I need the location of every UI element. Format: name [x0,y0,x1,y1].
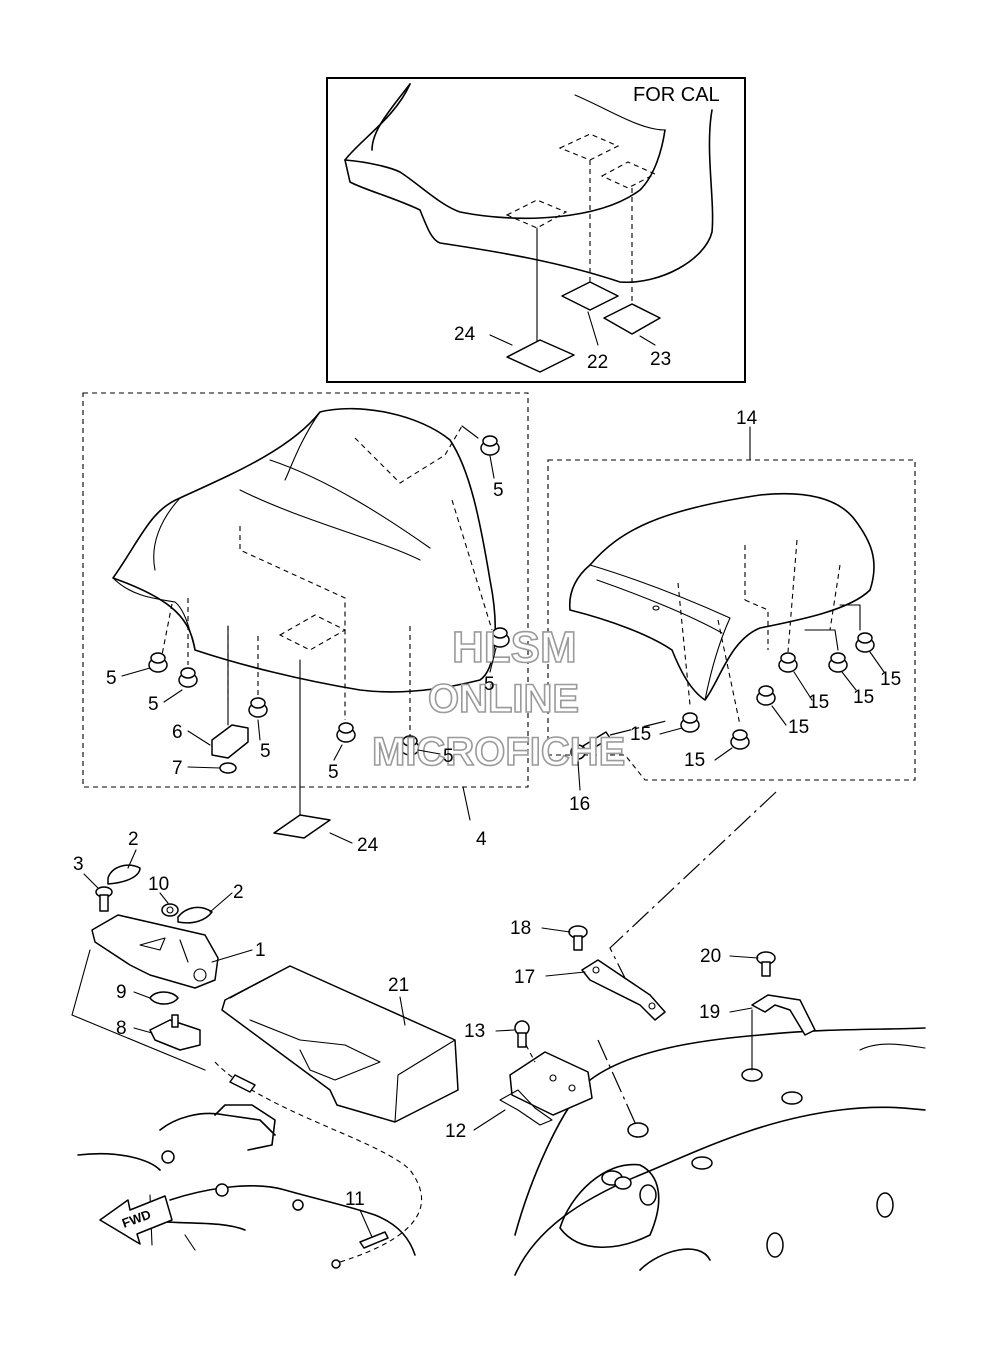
storage-tray-21 [221,965,459,1123]
callout-15-a: 15 [630,724,651,745]
grommet-5-c [248,697,268,718]
nut-7 [219,762,237,774]
grommet-5-top [480,435,500,456]
callout-15-c: 15 [788,717,809,738]
grommet-5-e [490,627,510,648]
callout-8: 8 [116,1018,127,1039]
callout-4: 4 [476,829,487,850]
callout-24: 24 [357,835,379,856]
callout-1: 1 [255,940,266,961]
callout-18: 18 [510,918,531,939]
callout-20: 20 [700,946,721,967]
grommet-15-a [680,712,700,733]
bracket-6 [211,724,249,759]
watermark: HLSM ONLINE MICROFICHE [371,622,626,775]
callout-5-d: 5 [328,762,339,783]
grommet-15-e [828,652,848,673]
pad-2b [177,906,213,924]
grommet-5-b [178,667,198,688]
bolt-16 [570,731,611,760]
callout-6: 6 [172,722,183,743]
callout-10: 10 [148,874,169,895]
leader-lines [83,455,885,1238]
grommet-15-f [855,632,875,653]
callout-2a: 2 [128,829,139,850]
callout-5-c: 5 [260,741,271,762]
callout-5-f: 5 [443,746,454,767]
callout-2b: 2 [233,882,244,903]
callout-17: 17 [514,967,535,988]
callout-5-e: 5 [484,674,495,695]
grommet-5-f [400,735,420,756]
latch-assembly [71,864,219,1071]
callout-15-b: 15 [684,750,705,771]
forward-arrow-icon: FWD [99,1195,173,1245]
callout-15-e: 15 [853,687,874,708]
seat-lock-cable-11 [214,1061,422,1269]
california-inset: FOR CAL [326,77,746,383]
callout-12: 12 [445,1121,466,1142]
callout-21: 21 [388,975,409,996]
callout-3: 3 [73,854,84,875]
watermark-line1: HLSM [452,623,577,672]
callout-5-b: 5 [148,694,159,715]
bolt-18 [568,925,588,951]
for-cal-note: FOR CAL [633,84,720,106]
passenger-seat-assembly [547,426,916,781]
grommet-5-d [336,722,356,743]
nut-10 [161,903,179,917]
watermark-line2: ONLINE [428,677,579,721]
callout-7: 7 [172,758,183,779]
callout-5-a: 5 [106,668,117,689]
callout-22: 22 [587,352,608,373]
bolt-20 [756,951,776,977]
bolt-13 [514,1020,530,1048]
pad-2a [107,864,141,885]
callout-5-top: 5 [493,480,504,501]
callout-14: 14 [736,408,758,429]
callout-numbers: 24 22 23 5 5 5 5 5 5 5 6 7 4 24 14 15 15… [73,324,901,1210]
frame-lower-right [514,1027,926,1276]
callout-15-d: 15 [808,692,829,713]
seat-lock-plate [91,914,219,989]
grommet-15-b [730,729,750,750]
latch-8 [149,1014,201,1051]
callout-16: 16 [569,794,590,815]
grommet-5-a [148,652,168,673]
callout-11: 11 [345,1189,365,1210]
callout-24-inset: 24 [454,324,476,345]
rider-seat-assembly [82,392,529,844]
callout-23: 23 [650,349,671,370]
callout-9: 9 [116,982,127,1003]
bracket-19 [751,994,816,1036]
callout-19: 19 [699,1002,720,1023]
callout-13: 13 [464,1021,485,1042]
bracket-17 [581,959,666,1021]
callout-15-f: 15 [880,669,901,690]
grommet-15-c [756,685,776,706]
grommet-15-d [778,652,798,673]
bolt-3 [95,886,113,912]
bracket-12 [499,1051,593,1126]
plate-9 [149,991,179,1005]
watermark-line3: MICROFICHE [372,730,625,774]
